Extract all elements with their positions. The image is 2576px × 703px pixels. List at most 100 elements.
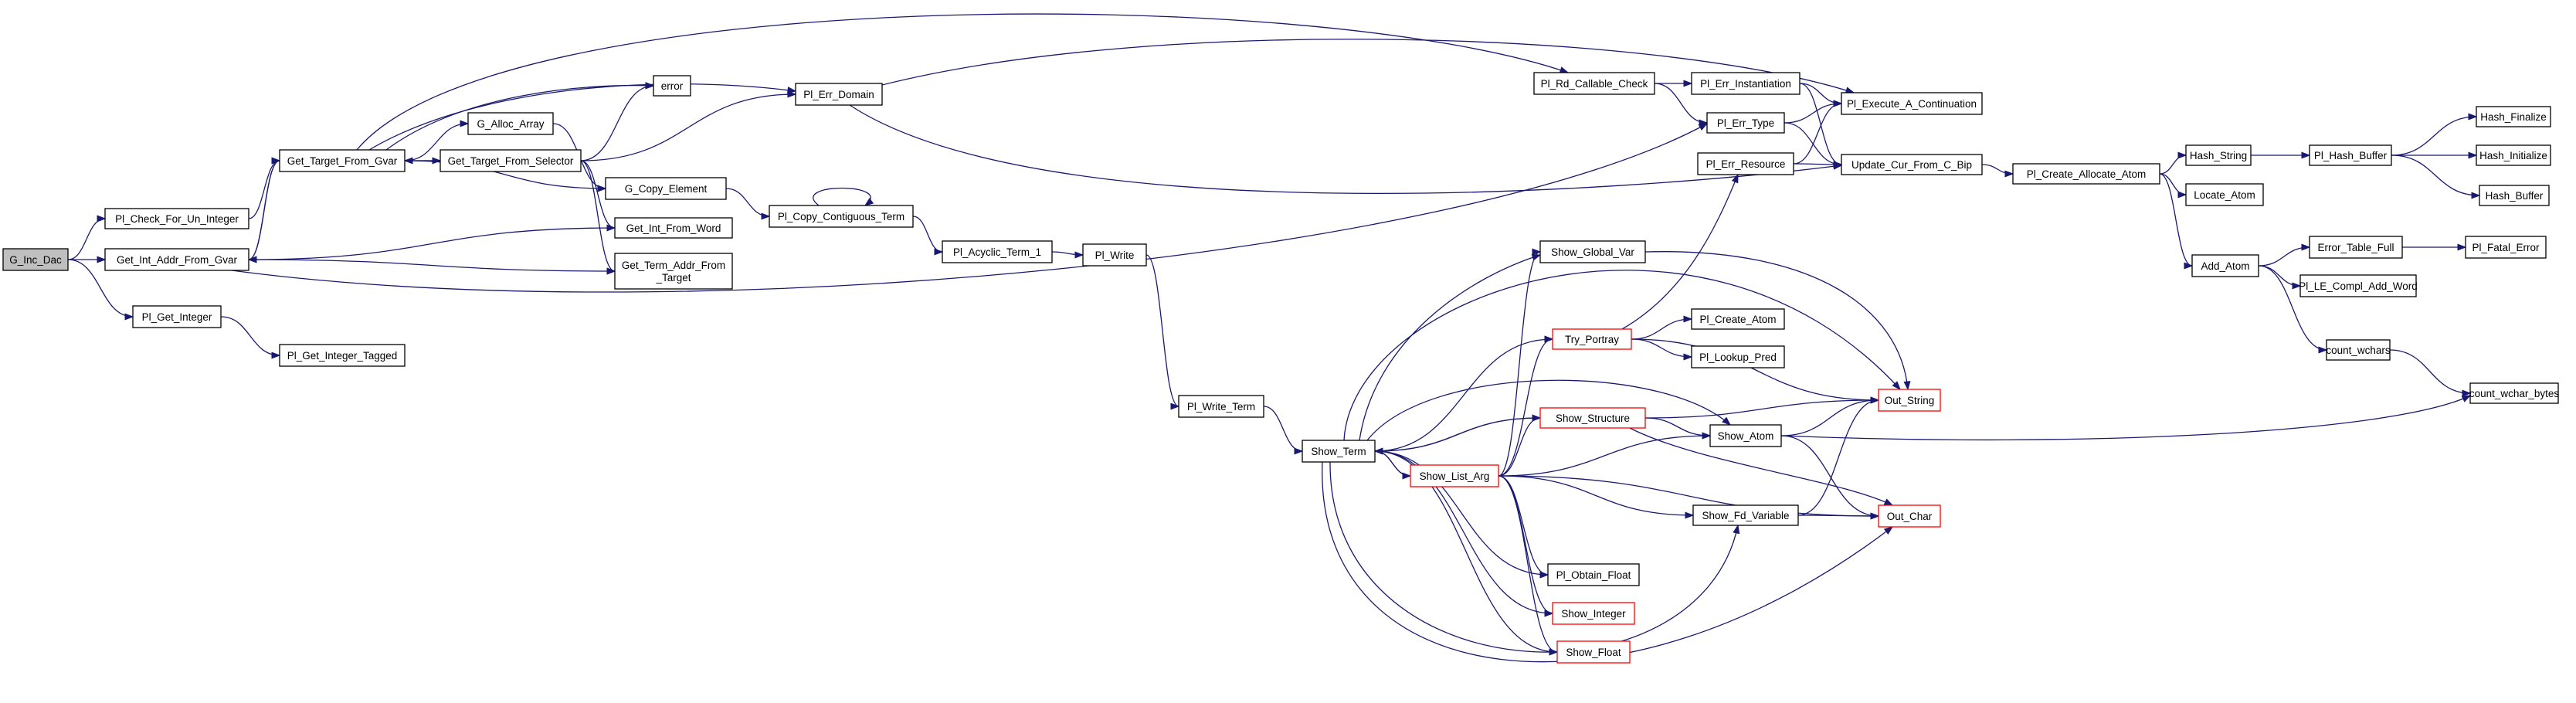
node-hash-buffer[interactable]: Hash_Buffer bbox=[2479, 185, 2550, 206]
arrowhead-icon bbox=[1883, 526, 1894, 535]
node-hash-initialize[interactable]: Hash_Initialize bbox=[2476, 144, 2551, 166]
node-update-cur-from-c-bip[interactable]: Update_Cur_From_C_Bip bbox=[1841, 154, 1983, 175]
edge-Add_Atom-to-count_wchars bbox=[2258, 265, 2328, 354]
node-label: Pl_Execute_A_Continuation bbox=[1847, 98, 1977, 110]
node-box bbox=[1178, 395, 1264, 418]
arrowhead-icon bbox=[1702, 432, 1712, 440]
node-show-structure[interactable]: Show_Structure bbox=[1539, 407, 1646, 429]
node-show-list-arg[interactable]: Show_List_Arg bbox=[1410, 464, 1499, 487]
edge-Show_List_Arg-to-Show_Fd_Variable bbox=[1498, 475, 1695, 519]
edge-Show_List_Arg-to-Show_Atom bbox=[1498, 432, 1712, 477]
node-out-char[interactable]: Out_Char bbox=[1878, 504, 1941, 528]
arrowhead-icon bbox=[2301, 243, 2311, 251]
edge-Pl_Get_Integer-to-Pl_Get_Integer_Tagged bbox=[220, 316, 281, 359]
node-pl-acyclic-term-1[interactable]: Pl_Acyclic_Term_1 bbox=[942, 240, 1053, 263]
node-show-atom[interactable]: Show_Atom bbox=[1709, 424, 1782, 447]
node-g-alloc-array[interactable]: G_Alloc_Array bbox=[467, 112, 554, 135]
node-box bbox=[1878, 389, 1941, 412]
node-box bbox=[132, 305, 222, 328]
node-box bbox=[1691, 308, 1785, 330]
node-show-float[interactable]: Show_Float bbox=[1556, 640, 1631, 664]
node-pl-create-atom[interactable]: Pl_Create_Atom bbox=[1691, 308, 1785, 330]
arrowhead-icon bbox=[864, 198, 874, 206]
node-box bbox=[2, 248, 69, 271]
node-pl-hash-buffer[interactable]: Pl_Hash_Buffer bbox=[2309, 144, 2392, 166]
edge-Show_List_Arg-to-Show_Term bbox=[1373, 447, 1411, 477]
node-pl-le-compl-add-word[interactable]: Pl_LE_Compl_Add_Word bbox=[2299, 274, 2418, 297]
node-count-wchar-bytes[interactable]: count_wchar_bytes bbox=[2469, 382, 2560, 404]
node-label: Show_Integer bbox=[1561, 608, 1626, 620]
node-label: Add_Atom bbox=[2201, 260, 2249, 272]
node-out-string[interactable]: Out_String bbox=[1878, 389, 1941, 412]
node-box bbox=[1841, 92, 1983, 115]
node-box bbox=[2191, 254, 2259, 277]
node-error[interactable]: error bbox=[653, 75, 691, 97]
node-try-portray[interactable]: Try_Portray bbox=[1552, 328, 1632, 350]
node-show-fd-variable[interactable]: Show_Fd_Variable bbox=[1692, 504, 1799, 526]
node-pl-execute-a-continuation[interactable]: Pl_Execute_A_Continuation bbox=[1841, 92, 1983, 115]
arrowhead-icon bbox=[1833, 100, 1843, 107]
node-pl-err-resource[interactable]: Pl_Err_Resource bbox=[1697, 152, 1794, 175]
edge-Pl_Write-to-Pl_Write_Term bbox=[1145, 254, 1180, 410]
arrowhead-icon bbox=[1685, 511, 1695, 519]
node-pl-write[interactable]: Pl_Write bbox=[1082, 243, 1147, 267]
node-pl-rd-callable-check[interactable]: Pl_Rd_Callable_Check bbox=[1533, 72, 1655, 95]
node-show-global-var[interactable]: Show_Global_Var bbox=[1539, 240, 1646, 263]
edge-Get_Target_From_Gvar-to-Pl_Err_Domain bbox=[368, 83, 797, 151]
edge-Pl_Hash_Buffer-to-Hash_Initialize bbox=[2391, 151, 2478, 159]
edge-Update_Cur_From_C_Bip-to-Pl_Create_Allocate_Atom bbox=[1981, 164, 2014, 178]
node-pl-write-term[interactable]: Pl_Write_Term bbox=[1178, 395, 1264, 418]
node-get-target-from-gvar[interactable]: Get_Target_From_Gvar bbox=[279, 149, 406, 172]
edge-layer bbox=[67, 13, 2481, 663]
node-pl-err-type[interactable]: Pl_Err_Type bbox=[1706, 112, 1785, 134]
node-get-target-from-selector[interactable]: Get_Target_From_Selector bbox=[440, 149, 582, 172]
node-box bbox=[2185, 144, 2252, 166]
node-pl-fatal-error[interactable]: Pl_Fatal_Error bbox=[2465, 236, 2547, 259]
node-g-copy-element[interactable]: G_Copy_Element bbox=[605, 177, 727, 200]
edge-Get_Target_From_Selector-to-Pl_Err_Domain bbox=[580, 90, 797, 161]
node-hash-string[interactable]: Hash_String bbox=[2185, 144, 2252, 166]
edge-Show_List_Arg-to-Show_Global_Var bbox=[1498, 248, 1542, 477]
node-pl-copy-contiguous-term[interactable]: Pl_Copy_Contiguous_Term bbox=[769, 205, 914, 228]
node-pl-get-integer-tagged[interactable]: Pl_Get_Integer_Tagged bbox=[279, 344, 406, 367]
arrowhead-icon bbox=[1074, 251, 1084, 259]
node-get-int-from-word[interactable]: Get_Int_From_Word bbox=[614, 217, 733, 239]
node-label: G_Alloc_Array bbox=[477, 118, 544, 130]
node-box bbox=[1709, 424, 1782, 447]
node-locate-atom[interactable]: Locate_Atom bbox=[2185, 183, 2264, 206]
edge-Get_Int_From_Word-to-Get_Int_Addr_From_Gvar bbox=[247, 227, 616, 263]
node-box bbox=[1691, 345, 1785, 368]
node-hash-finalize[interactable]: Hash_Finalize bbox=[2476, 106, 2551, 127]
edge-Show_List_Arg-to-Show_Float bbox=[1498, 475, 1559, 656]
arrowhead-icon bbox=[124, 313, 134, 321]
arrowhead-icon bbox=[2468, 151, 2478, 159]
node-label: Pl_Create_Allocate_Atom bbox=[2027, 168, 2147, 180]
node-label: Pl_Copy_Contiguous_Term bbox=[778, 211, 904, 222]
arrowhead-icon bbox=[247, 256, 257, 263]
node-pl-create-allocate-atom[interactable]: Pl_Create_Allocate_Atom bbox=[2012, 163, 2160, 185]
node-label: Show_Structure bbox=[1556, 413, 1630, 424]
edge-Try_Portray-to-Pl_Lookup_Pred bbox=[1631, 338, 1693, 361]
node-get-int-addr-from-gvar[interactable]: Get_Int_Addr_From_Gvar bbox=[104, 248, 249, 271]
node-label: Pl_Get_Integer_Tagged bbox=[287, 350, 398, 362]
node-add-atom[interactable]: Add_Atom bbox=[2191, 254, 2259, 277]
arrowhead-icon bbox=[1733, 524, 1740, 535]
node-show-term[interactable]: Show_Term bbox=[1302, 440, 1376, 463]
node-pl-obtain-float[interactable]: Pl_Obtain_Float bbox=[1547, 563, 1640, 586]
node-pl-err-instantiation[interactable]: Pl_Err_Instantiation bbox=[1691, 72, 1800, 95]
arrowhead-icon bbox=[1532, 248, 1542, 256]
node-show-integer[interactable]: Show_Integer bbox=[1552, 602, 1635, 625]
node-count-wchars[interactable]: count_wchars bbox=[2326, 339, 2391, 361]
node-box bbox=[2476, 144, 2551, 166]
node-pl-get-integer[interactable]: Pl_Get_Integer bbox=[132, 305, 222, 328]
node-pl-lookup-pred[interactable]: Pl_Lookup_Pred bbox=[1691, 345, 1785, 368]
node-pl-err-domain[interactable]: Pl_Err_Domain bbox=[795, 83, 883, 106]
node-label: count_wchar_bytes bbox=[2469, 388, 2560, 399]
node-error-table-full[interactable]: Error_Table_Full bbox=[2309, 236, 2403, 259]
node-box bbox=[1706, 112, 1785, 134]
node-label: Out_String bbox=[1885, 395, 1935, 406]
node-get-term-addr-from-target[interactable]: Get_Term_Addr_From_Target bbox=[614, 253, 733, 290]
node-pl-check-for-un-integer[interactable]: Pl_Check_For_Un_Integer bbox=[104, 208, 249, 229]
node-label: Pl_LE_Compl_Add_Word bbox=[2299, 280, 2418, 292]
